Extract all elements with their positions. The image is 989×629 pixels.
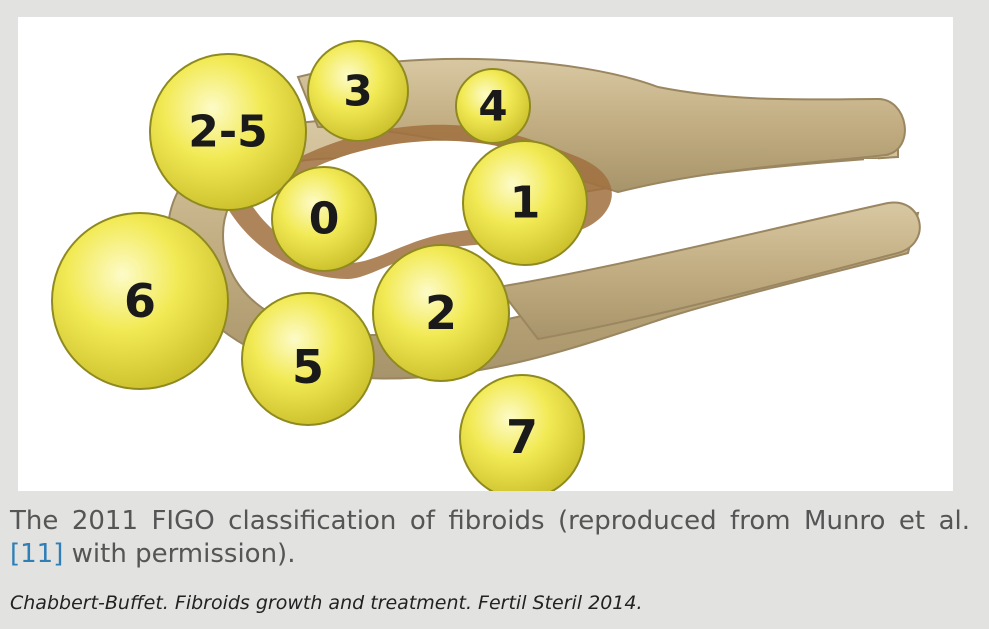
fibroid-label-3: 3 <box>343 67 372 116</box>
fibroid-0: 0 <box>271 166 377 272</box>
fibroid-label-5: 5 <box>292 340 324 394</box>
caption-text-start: The 2011 FIGO classification of fibroids… <box>10 506 970 536</box>
fibroid-3: 3 <box>307 40 409 142</box>
fibroid-label-7: 7 <box>506 410 538 464</box>
caption-text-end: with permission). <box>63 539 296 569</box>
reference-link[interactable]: [11] <box>10 539 64 569</box>
fibroid-label-4: 4 <box>478 82 507 131</box>
figo-fibroid-diagram: 2-5 3 4 0 1 6 <box>18 17 953 491</box>
fibroid-5: 5 <box>241 292 375 426</box>
fibroid-7: 7 <box>459 374 585 491</box>
edge-mark-top <box>864 159 878 203</box>
edge-mark-bottom <box>864 269 878 301</box>
fibroid-label-1: 1 <box>510 178 541 229</box>
fibroid-2: 2 <box>372 244 510 382</box>
fibroid-label-2-5: 2-5 <box>188 107 268 158</box>
source-citation: Chabbert-Buffet. Fibroids growth and tre… <box>10 592 643 614</box>
fibroid-4: 4 <box>455 68 531 144</box>
fibroid-label-0: 0 <box>309 194 340 245</box>
fibroid-label-2: 2 <box>425 286 457 340</box>
lower-tube <box>496 201 921 341</box>
fibroid-1: 1 <box>462 140 588 266</box>
fibroid-label-6: 6 <box>124 274 156 328</box>
fibroid-2-5: 2-5 <box>149 53 307 211</box>
figure-caption: The 2011 FIGO classification of fibroids… <box>10 505 970 571</box>
fibroid-6: 6 <box>51 212 229 390</box>
